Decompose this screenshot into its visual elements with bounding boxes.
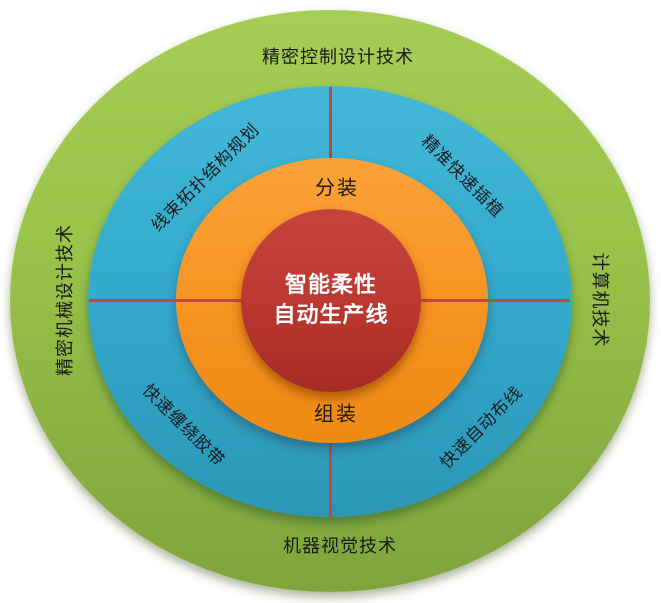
outer-ring-label-left: 精密机械设计技术 bbox=[55, 224, 76, 376]
divider-line-left bbox=[89, 299, 243, 302]
center-title-line1: 智能柔性 bbox=[284, 273, 378, 298]
center-title-line2: 自动生产线 bbox=[273, 303, 389, 328]
outer-ring-label-top: 精密控制设计技术 bbox=[262, 47, 414, 68]
outer-ring-label-right: 计算机技术 bbox=[589, 252, 610, 348]
outer-ring-label-bottom: 机器视觉技术 bbox=[283, 536, 397, 557]
divider-line-top bbox=[329, 87, 332, 158]
inner-ring-label-top: 分装 bbox=[315, 175, 359, 200]
core-circle bbox=[241, 209, 421, 392]
divider-line-bottom bbox=[329, 443, 332, 518]
center-title: 智能柔性 自动生产线 bbox=[273, 271, 388, 331]
inner-ring-label-bottom: 组装 bbox=[314, 401, 358, 426]
divider-line-right bbox=[420, 299, 570, 302]
